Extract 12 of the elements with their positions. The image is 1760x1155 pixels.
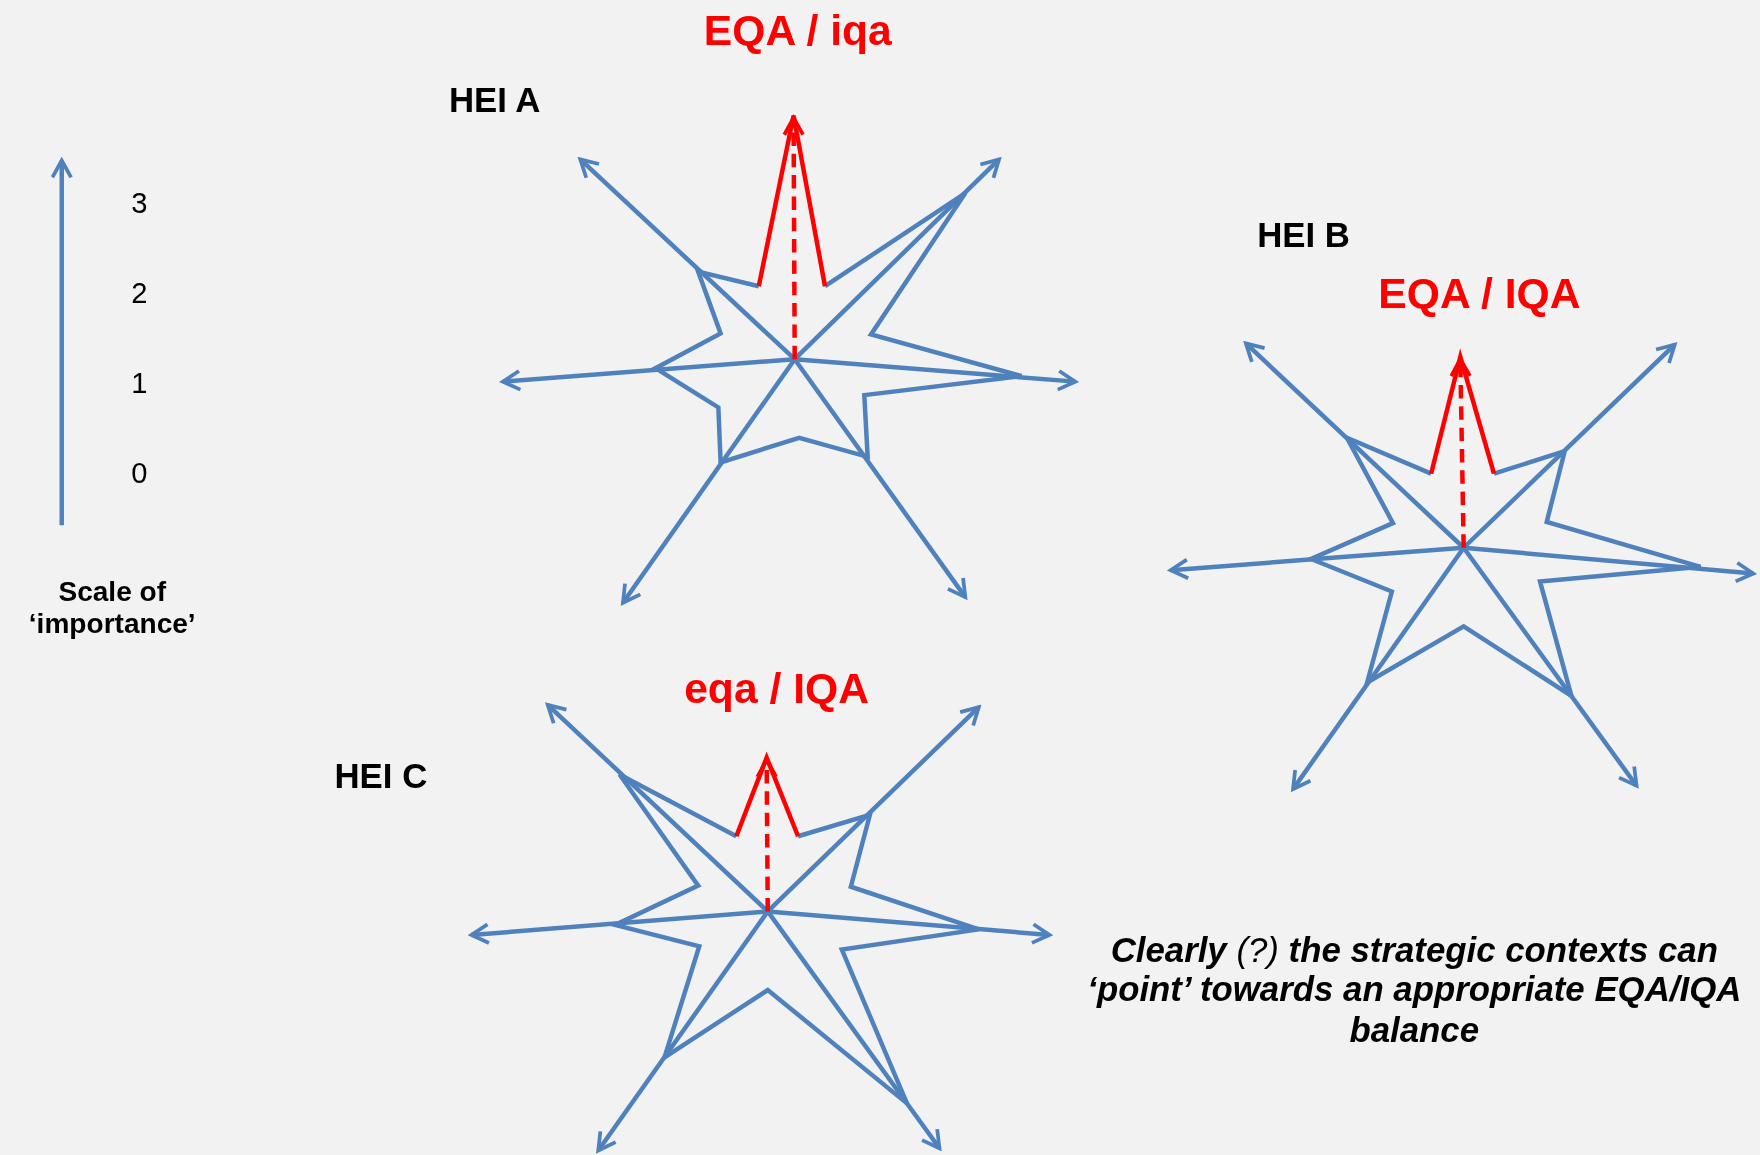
- quality-balance-label: EQA / iqa: [703, 6, 892, 56]
- scale-value: 2: [131, 277, 148, 311]
- scale-value: 0: [131, 456, 148, 491]
- institution-label: HEI A: [449, 80, 541, 121]
- axis-label: Scale of ‘importance’: [27, 574, 197, 640]
- institution-label: HEI C: [334, 756, 428, 797]
- note-text: Clearly (?) the strategic contexts can ‘point’ towards an appropriate EQA/IQA balance: [1086, 929, 1743, 1050]
- quality-balance-label: EQA / IQA: [1378, 269, 1581, 319]
- scale-value: 1: [131, 367, 148, 401]
- quality-balance-label: eqa / IQA: [684, 664, 869, 714]
- institution-label: HEI B: [1257, 215, 1350, 256]
- scale-value: 3: [131, 187, 148, 221]
